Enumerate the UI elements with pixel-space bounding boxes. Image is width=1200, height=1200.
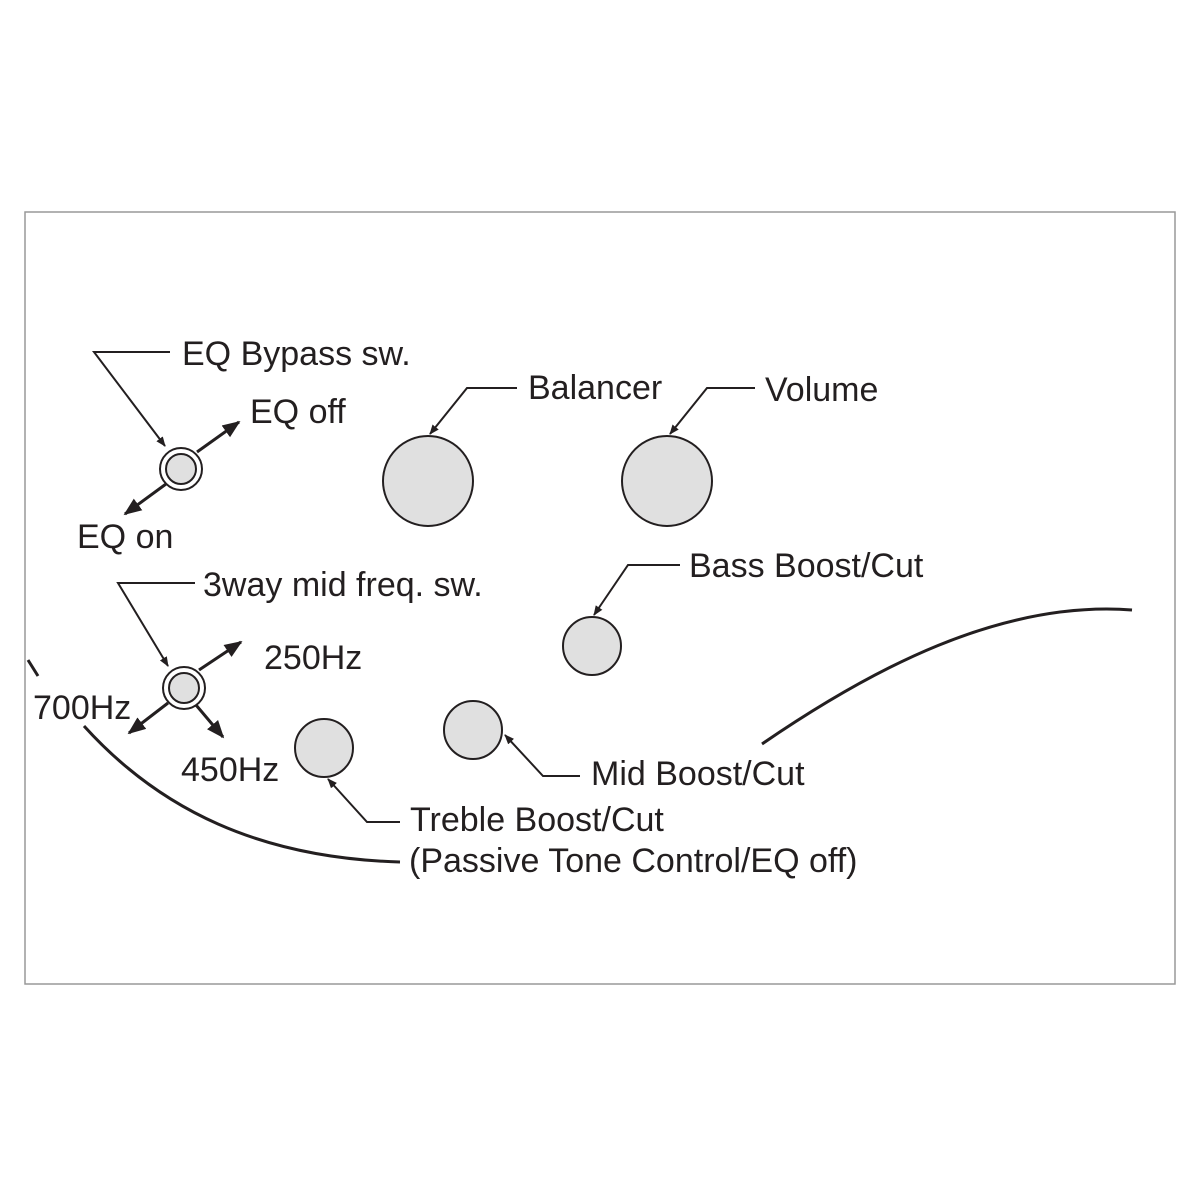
- eq-bypass-leader: [91, 351, 170, 447]
- eq-on-arrow: [123, 482, 167, 516]
- treble-leader: [327, 778, 400, 823]
- mid-knob[interactable]: [443, 700, 503, 760]
- bass-label: Bass Boost/Cut: [689, 547, 924, 585]
- body-edge-right-curve: [761, 607, 1133, 746]
- balancer-label: Balancer: [528, 369, 662, 407]
- three-way-leader: [116, 582, 195, 667]
- mid-leader: [504, 734, 580, 777]
- diagram-frame: [24, 211, 1176, 985]
- eq-bypass-label: EQ Bypass sw.: [182, 335, 411, 373]
- treble-knob[interactable]: [294, 718, 354, 778]
- balancer-leader: [429, 387, 517, 435]
- eq-bypass-switch-inner: [165, 453, 197, 485]
- balancer-knob[interactable]: [382, 435, 474, 527]
- body-edge-left-curve: [82, 724, 401, 864]
- eq-off-arrow: [196, 420, 241, 454]
- volume-knob[interactable]: [621, 435, 713, 527]
- three-way-label: 3way mid freq. sw.: [203, 566, 483, 604]
- freq-250-label: 250Hz: [264, 639, 362, 677]
- eq-on-label: EQ on: [77, 518, 173, 556]
- eq-off-label: EQ off: [250, 393, 346, 431]
- freq-450-label: 450Hz: [181, 751, 279, 789]
- three-way-mid-freq-switch[interactable]: [162, 666, 206, 710]
- mid-label: Mid Boost/Cut: [591, 755, 805, 793]
- freq-700-label: 700Hz: [33, 689, 131, 727]
- treble-label: Treble Boost/Cut: [410, 801, 664, 839]
- three-way-switch-inner: [168, 672, 200, 704]
- freq-250-arrow: [198, 640, 243, 672]
- eq-bypass-switch[interactable]: [159, 447, 203, 491]
- bass-knob[interactable]: [562, 616, 622, 676]
- body-edge-left-tick: [26, 659, 40, 677]
- treble-note-label: (Passive Tone Control/EQ off): [409, 842, 858, 880]
- volume-leader: [669, 387, 755, 435]
- volume-label: Volume: [765, 371, 878, 409]
- freq-700-arrow: [127, 701, 169, 735]
- freq-450-arrow: [194, 704, 225, 739]
- bass-leader: [593, 564, 680, 616]
